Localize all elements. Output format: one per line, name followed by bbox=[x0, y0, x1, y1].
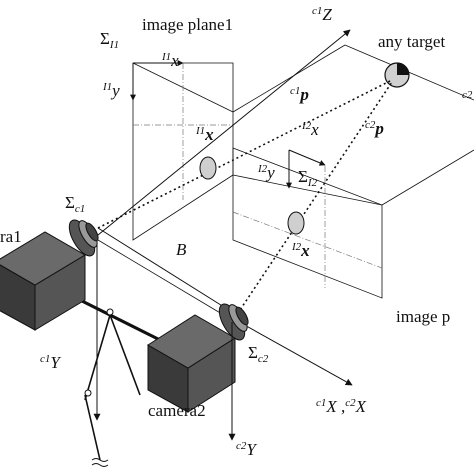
camera1-label: ra1 bbox=[0, 227, 22, 246]
target-point bbox=[384, 62, 410, 88]
camera-2-body bbox=[147, 303, 249, 413]
baseline-line-lower bbox=[97, 239, 233, 321]
background-box-frame bbox=[232, 44, 474, 206]
baseline-label: B bbox=[176, 240, 187, 259]
I1x-point-label: I1x bbox=[195, 125, 214, 144]
baseline-line bbox=[97, 227, 233, 313]
image-plane-1 bbox=[132, 62, 234, 241]
c1X-c2X-label: c1X ,c2X bbox=[316, 397, 367, 416]
any-target-label: any target bbox=[378, 32, 445, 51]
I2-x-axis-label: I2x bbox=[301, 120, 319, 139]
c2-x-axis bbox=[231, 317, 353, 386]
sigma-c1-label: Σc1 bbox=[65, 193, 85, 215]
sigma-I2-label: ΣI2 bbox=[298, 167, 318, 189]
image-plane1-label: image plane1 bbox=[142, 15, 233, 34]
I2-x-axis bbox=[288, 149, 326, 166]
image-plane2-label: image p bbox=[396, 307, 450, 326]
sigma-I1-label: ΣI1 bbox=[100, 29, 119, 51]
ray-c1-to-target bbox=[97, 79, 393, 229]
c1-y-axis-label: c1Y bbox=[40, 353, 61, 372]
camera-1-body bbox=[0, 219, 99, 331]
c2-y-axis-label: c2Y bbox=[236, 440, 257, 459]
I2-y-axis-label: I2y bbox=[257, 163, 275, 182]
image-point-2 bbox=[287, 211, 305, 235]
c1p-label: c1p bbox=[290, 85, 309, 104]
c1-z-axis bbox=[97, 29, 351, 236]
c1-z-axis-label: c1Z bbox=[312, 5, 332, 24]
c2p-label: c2p bbox=[365, 119, 384, 138]
c2-edge-label: c2 bbox=[462, 89, 473, 101]
I1-x-axis-label: I1x bbox=[161, 51, 179, 70]
image-point-1 bbox=[199, 156, 217, 180]
plane2-horizontal-centerline bbox=[232, 211, 383, 269]
camera2-label: camera2 bbox=[148, 401, 206, 420]
image-plane-2 bbox=[232, 147, 383, 299]
I1-y-axis-label: I1y bbox=[102, 81, 120, 100]
I2x-point-label: I2x bbox=[291, 241, 310, 260]
ray-c2-to-target bbox=[231, 81, 393, 323]
camera-mount bbox=[59, 288, 161, 467]
sigma-c2-label: Σc2 bbox=[248, 343, 269, 365]
